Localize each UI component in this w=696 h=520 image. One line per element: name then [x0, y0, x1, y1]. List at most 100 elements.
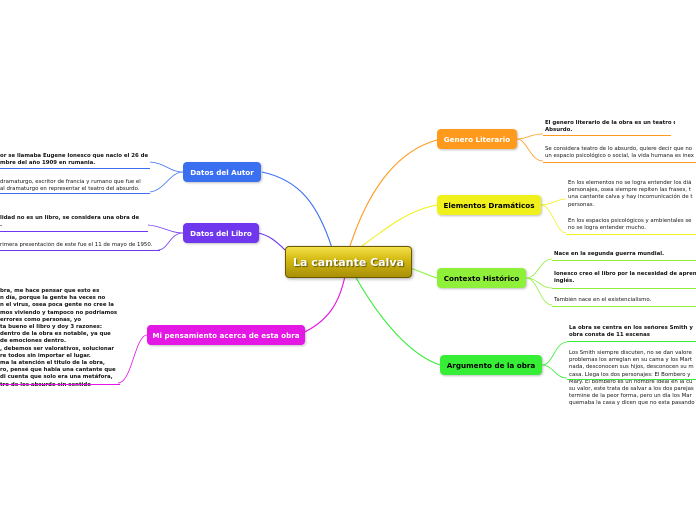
leaf-libro-1[interactable]: lidad no es un libro, se considera una o…	[0, 215, 148, 229]
leaf-connector	[516, 138, 544, 162]
leaf-argumento-2[interactable]: Los Smith siempre discuten, no se dan va…	[569, 350, 696, 408]
node-datos-libro[interactable]: Datos del Libro	[183, 223, 259, 243]
leaf-line: personajes, osea siempre repiten las fra…	[568, 187, 691, 194]
leaf-contexto-1[interactable]: Nace en la segunda guerra mundial.	[554, 251, 696, 258]
leaf-argumento-1[interactable]: La obra se centra en los señores Smith y…	[569, 325, 696, 339]
leaf-underline	[552, 288, 696, 289]
leaf-autor-1[interactable]: or se llamaba Eugene Ionesco que nacio e…	[0, 153, 150, 167]
connector-autor	[261, 171, 333, 249]
leaf-line: rimera presentación de este fue el 11 de…	[0, 242, 153, 248]
leaf-contexto-2[interactable]: Ionesco creo el libro por la necesidad d…	[554, 271, 696, 285]
leaf-line: .	[0, 222, 3, 229]
node-datos-autor[interactable]: Datos del Autor	[183, 162, 261, 182]
leaf-line: Nace en la segunda guerra mundial.	[554, 251, 665, 257]
leaf-line: personas.	[568, 201, 595, 208]
leaf-underline	[0, 384, 120, 385]
leaf-elementos-2[interactable]: En los espacios psicológicos y ambiental…	[568, 218, 696, 232]
leaf-elementos-1[interactable]: En los elementos no se logra entender lo…	[568, 180, 696, 209]
leaf-line: Absurdo.	[545, 127, 573, 134]
leaf-line: Ionesco creo el libro por la necesidad d…	[554, 271, 696, 277]
leaf-connector	[540, 204, 567, 234]
leaf-line: de emociones dentro.	[0, 338, 67, 345]
leaf-line: nada, desconocen sus hijos, desconocen s…	[569, 364, 694, 371]
leaf-line: ta bueno el libro y doy 3 razones:	[0, 324, 103, 331]
leaf-line: tro de los absurdo sin sentido	[0, 381, 91, 388]
leaf-line: Mary. El bombero es un hombre ideal en l…	[569, 378, 693, 385]
node-contexto-historico[interactable]: Contexto Histórico	[437, 268, 526, 288]
leaf-line: una cantante calva y hay incomunicación …	[568, 194, 693, 201]
node-elementos-dramaticos[interactable]: Elementos Dramáticos	[437, 195, 541, 215]
leaf-connector	[147, 224, 184, 234]
central-topic[interactable]: La cantante Calva	[285, 246, 412, 278]
leaf-connector	[149, 171, 184, 193]
connector-argumento	[354, 275, 441, 366]
leaf-genero-1[interactable]: El genero literario de la obra es un tea…	[545, 120, 675, 134]
leaf-underline	[543, 162, 696, 163]
leaf-line: re todos sin importar el lugar.	[0, 352, 91, 359]
node-genero-literario[interactable]: Genero Literario	[437, 129, 517, 149]
leaf-line: dramaturgo, escritor de francia y rumano…	[0, 179, 141, 185]
leaf-line: problemas los arreglan en su cama y los …	[569, 357, 693, 364]
leaf-connector	[516, 133, 544, 140]
leaf-underline	[552, 306, 696, 307]
leaf-line: La obra se centra en los señores Smith y	[569, 325, 693, 331]
leaf-line: ro, pensé que habia una cantante que	[0, 367, 116, 374]
leaf-connector	[525, 277, 553, 306]
leaf-line: , debemos ser valorativos, solucionar	[0, 345, 115, 352]
leaf-line: dentro de la obra es notable, ya que	[0, 331, 111, 338]
leaf-line: di cuenta que solo era una metáfora,	[0, 374, 113, 381]
leaf-line: ma la atención el titulo de la obra,	[0, 360, 105, 367]
leaf-autor-2[interactable]: dramaturgo, escritor de francia y rumano…	[0, 179, 150, 193]
leaf-underline	[0, 250, 160, 251]
leaf-line: obra consta de 11 escenas	[569, 332, 650, 339]
leaf-line: Se considera teatro de lo absurdo, quier…	[545, 146, 693, 152]
leaf-genero-2[interactable]: Se considera teatro de lo absurdo, quier…	[545, 146, 696, 160]
leaf-connector	[157, 232, 184, 251]
leaf-contexto-3[interactable]: También nace en el existencialismo.	[554, 297, 696, 304]
leaf-line: termine de la peor forma, pero un día lo…	[569, 393, 692, 400]
leaf-line: un espacio psicológico o social, la vida…	[545, 153, 694, 160]
connector-contexto	[409, 267, 438, 279]
leaf-line: inglés.	[554, 278, 575, 285]
leaf-underline	[0, 168, 150, 169]
connector-libro	[257, 232, 286, 251]
leaf-line: or se llamaba Eugene Ionesco que nacio e…	[0, 153, 149, 159]
leaf-line: errores como personas, yo	[0, 316, 82, 323]
leaf-line: En los espacios psicológicos y ambiental…	[568, 218, 692, 224]
leaf-line: lidad no es un libro, se considera una o…	[0, 215, 140, 221]
leaf-line: El genero literario de la obra es un tea…	[545, 120, 675, 126]
leaf-line: casa. Llega los dos personajes: El Bombe…	[569, 371, 691, 378]
leaf-line: no se logra entender mucho.	[568, 225, 646, 232]
leaf-connector	[525, 258, 553, 279]
leaf-connector	[117, 334, 148, 384]
leaf-underline	[566, 234, 696, 235]
leaf-underline	[567, 341, 696, 342]
leaf-underline	[543, 135, 671, 136]
leaf-line: bra, me hace pensar que esto es	[0, 288, 100, 294]
leaf-connector	[149, 161, 184, 173]
leaf-underline	[0, 193, 150, 194]
leaf-line: quemaba la casa y dicen que no esta pasa…	[569, 400, 695, 407]
leaf-connector	[541, 341, 568, 366]
node-mi-pensamiento[interactable]: Mi pensamiento acerca de esta obra	[147, 325, 305, 345]
leaf-connector	[541, 364, 568, 379]
leaf-underline	[0, 231, 148, 232]
leaf-line: su valor, este trata de salvar a los dos…	[569, 386, 694, 393]
leaf-line: n el virus, osea poca gente no cree la	[0, 302, 114, 309]
node-argumento-obra[interactable]: Argumento de la obra	[440, 355, 542, 375]
connector-elementos	[361, 204, 438, 247]
leaf-line: En los elementos no se logra entender lo…	[568, 180, 692, 186]
leaf-line: mos viviendo y tampoco no podriamos	[0, 309, 118, 316]
leaf-connector	[540, 198, 567, 206]
leaf-line: mbre del año 1909 en rumania.	[0, 160, 96, 167]
leaf-underline	[567, 379, 696, 380]
leaf-line: Los Smith siempre discuten, no se dan va…	[569, 350, 692, 356]
leaf-line: También nace en el existencialismo.	[554, 297, 652, 303]
leaf-line: al dramaturgo en representar el teatro d…	[0, 186, 140, 193]
connector-pensamiento	[297, 275, 346, 336]
leaf-underline	[552, 260, 696, 261]
leaf-libro-2[interactable]: rimera presentación de este fue el 11 de…	[0, 242, 160, 249]
connector-genero	[349, 139, 438, 247]
